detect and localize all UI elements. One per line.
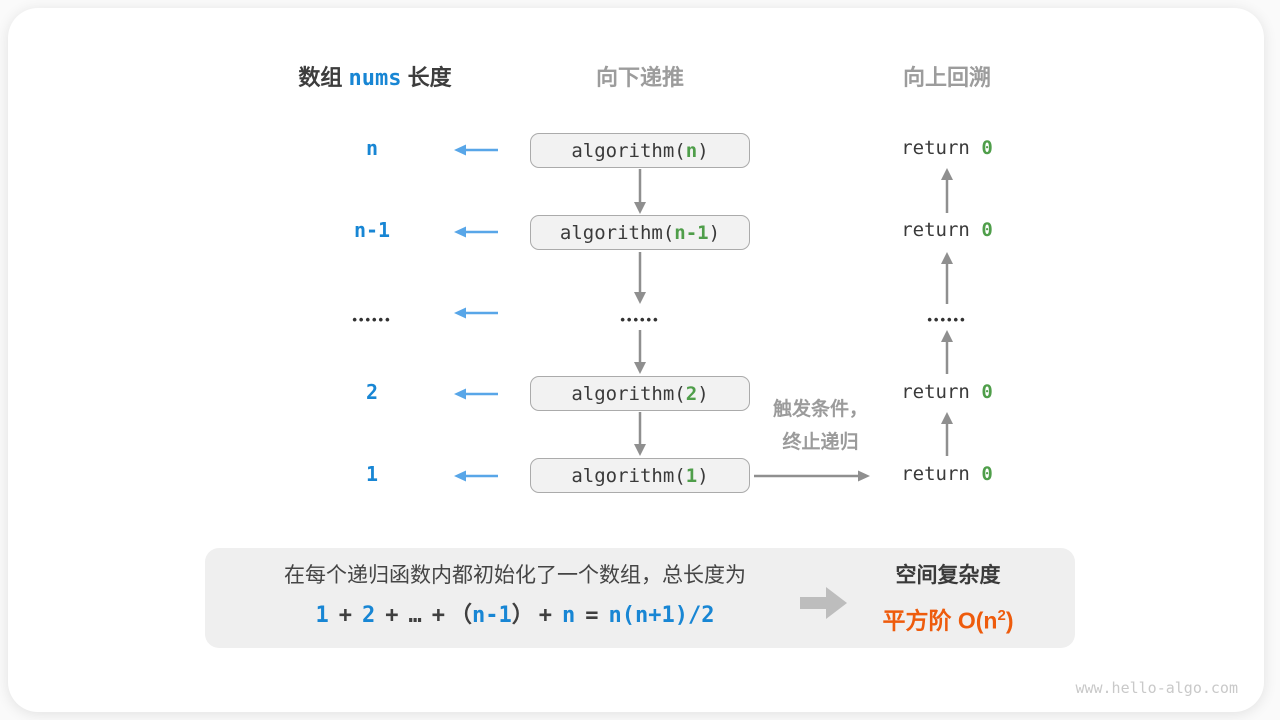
call-prefix: algorithm( [571,464,686,487]
return-statement: return 0 [877,137,1017,159]
call-param: 1 [685,464,698,487]
formula-term: 1 [315,603,329,628]
call-ellipsis: •••••• [620,312,660,327]
left-arrow-icon [454,226,498,238]
return-statement: return 0 [877,219,1017,241]
formula-term: 2 [362,603,376,628]
trigger-condition-label: 触发条件， 终止递归 [748,393,893,459]
result-block-arrow-icon [800,587,847,619]
length-label-1: 1 [365,462,379,486]
formula-term: n [562,603,576,628]
call-suffix: ) [697,382,709,405]
return-value: 0 [981,137,993,159]
left-arrow-icon [454,470,498,482]
formula-term: n-1 [472,603,512,628]
formula-operator: + [431,603,445,628]
trigger-line-1: 触发条件， [772,399,868,420]
header-length-suffix: 长度 [407,65,452,90]
summary-formula: 1+2+…+（n-1）+n=n(n+1)/2 [225,600,805,632]
column-header-recurse-down: 向下递推 [595,65,684,90]
length-label-n: n [365,136,379,160]
header-array-prefix: 数组 [298,65,343,90]
call-param: n-1 [674,221,709,244]
return-statement: return 0 [877,381,1017,403]
call-param: n [685,139,698,162]
complexity-suffix: ) [1005,607,1014,634]
return-keyword: return [901,137,970,159]
watermark-url: www.hello-algo.com [1075,679,1238,697]
length-label-n-1: n-1 [353,218,391,242]
summary-panel: 在每个递归函数内都初始化了一个数组，总长度为 1+2+…+（n-1）+n=n(n… [205,548,1075,648]
column-header-array-length: 数组 nums 长度 [225,60,525,92]
complexity-prefix: 平方阶 O(n [882,607,998,634]
return-ellipsis: •••••• [927,312,967,327]
call-param: 2 [685,382,698,405]
call-box-1: algorithm(1) [530,458,750,493]
return-keyword: return [901,381,970,403]
down-arrow-icon [634,330,646,374]
return-statement: return 0 [877,463,1017,485]
summary-description: 在每个递归函数内都初始化了一个数组，总长度为 [284,564,746,587]
length-ellipsis: •••••• [352,312,392,327]
call-box-n-1: algorithm(n-1) [530,215,750,250]
up-arrow-icon [941,252,953,304]
return-keyword: return [901,463,970,485]
return-value: 0 [981,219,993,241]
call-prefix: algorithm( [571,382,686,405]
down-arrow-icon [634,169,646,214]
formula-result: n(n+1)/2 [608,603,715,628]
formula-operator: + [338,603,352,628]
formula-paren-close: ） [511,603,534,628]
space-complexity-value: 平方阶 O(n2) [823,600,1073,637]
return-value: 0 [981,381,993,403]
call-prefix: algorithm( [559,221,675,244]
call-box-2: algorithm(2) [530,376,750,411]
left-arrow-icon [454,307,498,319]
terminate-arrow-icon [754,470,870,482]
call-suffix: ) [697,464,709,487]
left-arrow-icon [454,388,498,400]
header-nums-code: nums [348,66,402,91]
down-arrow-icon [634,412,646,456]
call-box-n: algorithm(n) [530,133,750,168]
return-keyword: return [901,219,970,241]
return-value: 0 [981,463,993,485]
formula-operator: + [385,603,399,628]
space-complexity-title: 空间复杂度 [895,564,1001,587]
column-header-backtrack-up: 向上回溯 [902,65,991,90]
trigger-line-2: 终止递归 [782,432,859,453]
formula-ellipsis: … [408,603,422,628]
complexity-exponent: 2 [997,607,1006,624]
call-suffix: ) [697,139,709,162]
formula-paren-open: （ [450,603,473,628]
call-prefix: algorithm( [571,139,686,162]
length-label-2: 2 [365,380,379,404]
call-suffix: ) [708,221,721,244]
left-arrow-icon [454,144,498,156]
formula-equals: = [585,603,599,628]
up-arrow-icon [941,168,953,213]
down-arrow-icon [634,252,646,304]
up-arrow-icon [941,412,953,456]
formula-operator: + [538,603,553,628]
up-arrow-icon [941,330,953,374]
